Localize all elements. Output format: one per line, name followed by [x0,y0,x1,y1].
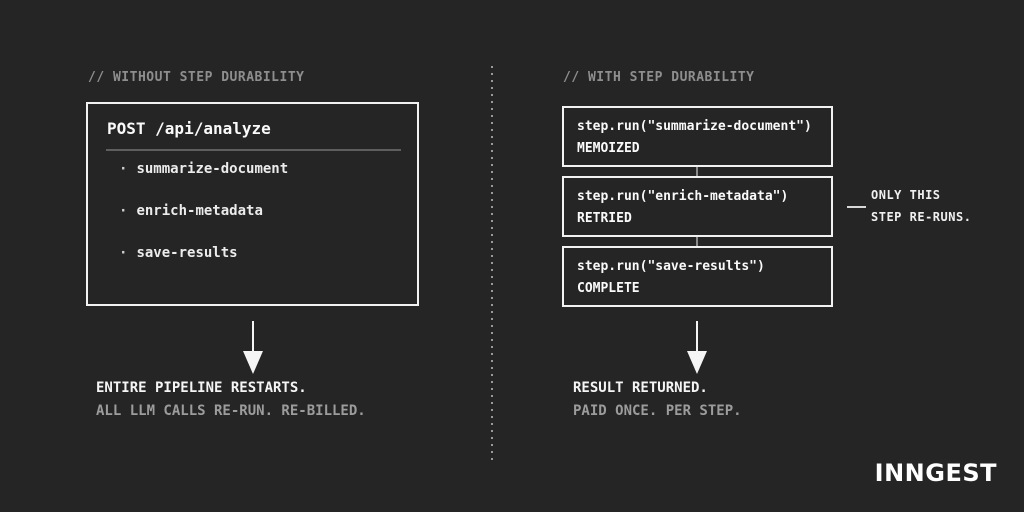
step-label: save-results [136,245,238,261]
step-connector-line [696,167,698,176]
step-box-summarize: step.run("summarize-document") MEMOIZED [562,106,833,167]
step-code: step.run("enrich-metadata") [577,189,789,204]
request-box-divider [106,149,401,151]
left-outcome-primary: ENTIRE PIPELINE RESTARTS. [96,380,307,396]
step-status: RETRIED [577,211,632,226]
column-divider [491,66,493,462]
step-box-save: step.run("save-results") COMPLETE [562,246,833,307]
without-durability-heading: // WITHOUT STEP DURABILITY [88,70,305,85]
right-outcome-primary: RESULT RETURNED. [573,380,708,396]
step-code: step.run("save-results") [577,259,765,274]
bullet-icon: · [119,203,128,219]
bullet-icon: · [119,245,128,261]
list-item: · save-results [119,245,238,261]
step-code: step.run("summarize-document") [577,119,812,134]
step-status: MEMOIZED [577,141,640,156]
bullet-icon: · [119,161,128,177]
with-durability-heading: // WITH STEP DURABILITY [563,70,755,85]
annotation-pointer-line [847,206,866,208]
annotation-line2: STEP RE-RUNS. [871,210,972,224]
step-connector-line [696,237,698,246]
step-status: COMPLETE [577,281,640,296]
left-outcome-secondary: ALL LLM CALLS RE-RUN. RE-BILLED. [96,403,366,419]
down-arrow-icon [243,321,263,374]
down-arrow-icon [687,321,707,374]
request-title: POST /api/analyze [107,119,271,138]
right-outcome-secondary: PAID ONCE. PER STEP. [573,403,742,419]
step-label: summarize-document [136,161,289,177]
api-request-box: POST /api/analyze · summarize-document ·… [86,102,419,306]
inngest-logo: INNGEST [874,459,997,487]
list-item: · enrich-metadata [119,203,263,219]
annotation-line1: ONLY THIS [871,188,941,202]
list-item: · summarize-document [119,161,288,177]
step-label: enrich-metadata [136,203,263,219]
step-box-enrich: step.run("enrich-metadata") RETRIED [562,176,833,237]
